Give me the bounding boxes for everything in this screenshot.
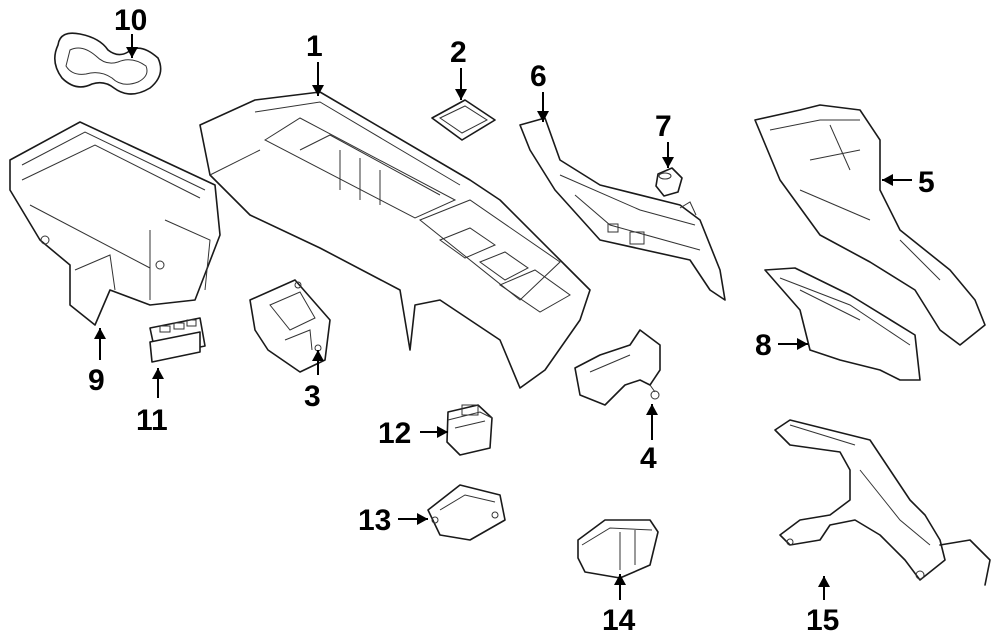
part-2-cup-holder-ring[interactable] [431, 99, 496, 141]
callout-number-10: 10 [114, 4, 147, 37]
callout-number-9: 9 [88, 364, 105, 397]
callout-13: 13 [358, 504, 428, 537]
callout-15: 15 [806, 576, 839, 637]
callout-arrowhead-12 [437, 426, 448, 438]
callout-4: 4 [640, 404, 658, 475]
callout-number-8: 8 [755, 329, 772, 362]
callout-arrowhead-1 [312, 85, 324, 96]
callout-arrowhead-14 [614, 574, 626, 585]
callout-1: 1 [306, 30, 324, 96]
callout-number-1: 1 [306, 30, 323, 63]
callout-number-13: 13 [358, 504, 391, 537]
part-11-switch-panel[interactable] [149, 317, 206, 363]
callout-2: 2 [450, 36, 467, 100]
callout-12: 12 [378, 417, 448, 450]
callout-8: 8 [755, 329, 808, 362]
callout-arrowhead-13 [417, 513, 428, 525]
callout-arrowhead-4 [646, 404, 658, 415]
callout-10: 10 [114, 4, 147, 58]
part-14-control-module[interactable] [577, 519, 659, 579]
part-9-armrest-box[interactable] [9, 121, 221, 326]
part-5-side-trim[interactable] [754, 104, 986, 346]
callout-number-2: 2 [450, 36, 467, 69]
callout-14: 14 [602, 574, 636, 637]
callout-9: 9 [88, 328, 106, 397]
part-10-cup-holder-mat[interactable] [54, 32, 162, 95]
callout-number-4: 4 [640, 442, 657, 475]
part-13-holder-tray[interactable] [427, 484, 506, 541]
callout-arrowhead-2 [455, 89, 467, 100]
callout-arrowhead-10 [126, 47, 138, 58]
part-3-bracket[interactable] [249, 279, 331, 373]
callout-arrowhead-9 [94, 328, 106, 339]
callout-11: 11 [136, 368, 168, 437]
callout-number-12: 12 [378, 417, 411, 450]
part-8-lower-trim[interactable] [764, 267, 921, 381]
callout-number-14: 14 [602, 604, 636, 637]
callout-arrowhead-8 [797, 338, 808, 350]
part-7-plug[interactable] [655, 167, 683, 197]
callout-arrowhead-6 [537, 111, 549, 122]
part-12-switch-unit[interactable] [446, 404, 493, 456]
callout-arrowhead-11 [152, 368, 164, 379]
callout-6: 6 [530, 60, 549, 122]
part-6-side-bracket[interactable] [519, 117, 726, 301]
callout-number-5: 5 [918, 166, 935, 199]
callout-3: 3 [304, 350, 324, 413]
callout-number-3: 3 [304, 380, 321, 413]
part-15-brake-lever[interactable] [774, 419, 991, 586]
callout-arrowhead-15 [818, 576, 830, 587]
callout-5: 5 [882, 166, 935, 199]
callout-number-15: 15 [806, 604, 839, 637]
callout-number-7: 7 [655, 110, 672, 143]
callout-arrowhead-5 [882, 174, 893, 186]
part-4-mounting-bracket[interactable] [574, 329, 661, 406]
callout-arrowhead-3 [312, 350, 324, 361]
callout-number-6: 6 [530, 60, 547, 93]
callout-arrowhead-7 [662, 157, 674, 168]
callout-7: 7 [655, 110, 674, 168]
part-1-center-console[interactable] [199, 91, 591, 389]
callout-number-11: 11 [136, 404, 168, 437]
